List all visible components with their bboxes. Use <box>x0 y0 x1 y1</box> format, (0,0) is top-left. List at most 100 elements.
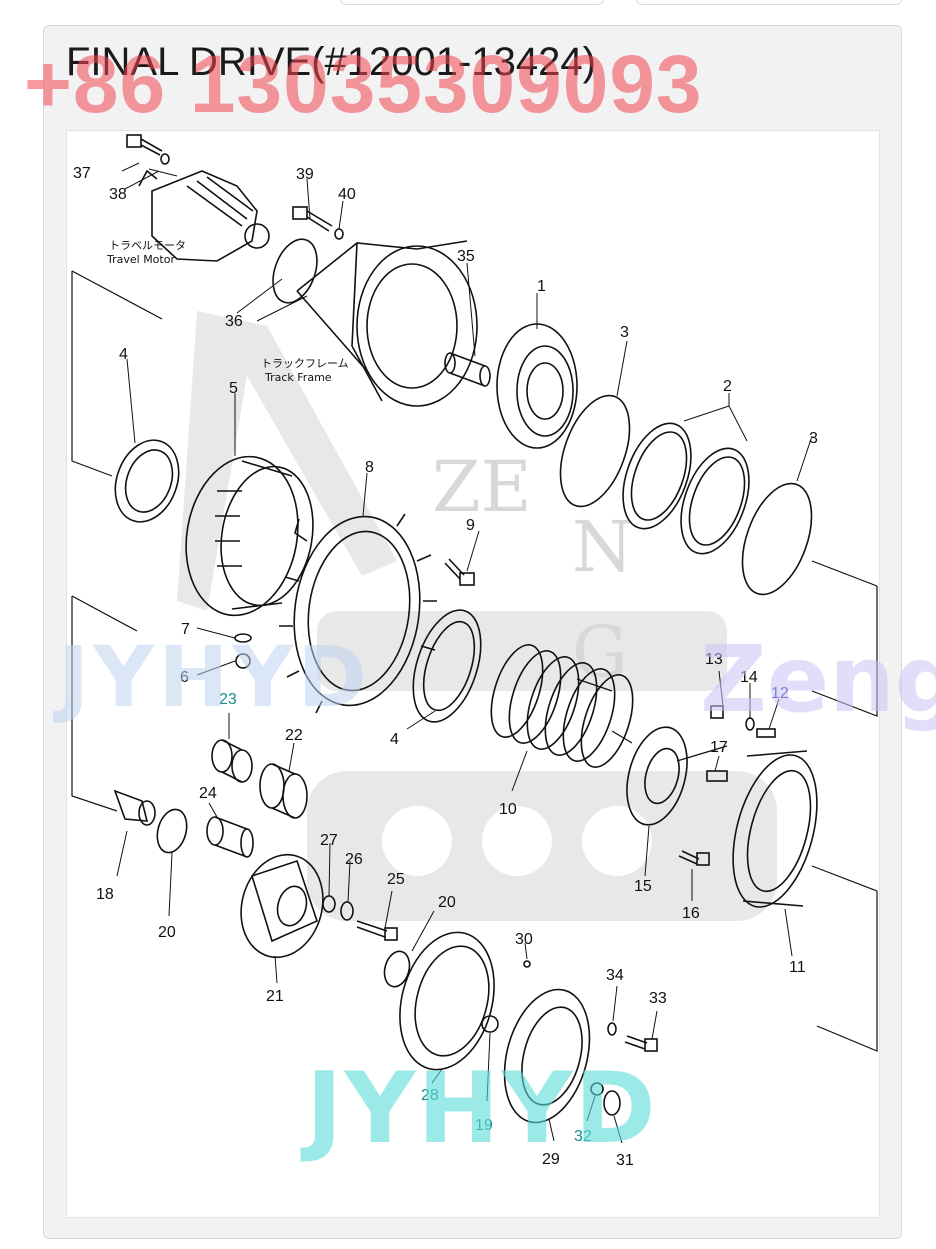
label-part-31: 31 <box>616 1152 634 1169</box>
tab-fragment-left[interactable] <box>340 0 604 5</box>
o-ring-36 <box>272 238 318 304</box>
travel-motor-jp-label: トラベルモータ <box>109 239 186 252</box>
label-part-6: 6 <box>180 669 189 686</box>
bolt-16 <box>678 850 710 866</box>
bolt-39 <box>292 206 333 232</box>
o-ring-3b <box>741 482 813 596</box>
label-part-5: 5 <box>229 380 238 397</box>
label-part-37: 37 <box>73 165 91 182</box>
floating-seal-2 <box>622 422 750 555</box>
tab-fragment-right[interactable] <box>636 0 902 5</box>
label-part-38: 38 <box>109 186 127 203</box>
ball-19 <box>481 1015 499 1033</box>
ring-gear-28 <box>399 931 495 1071</box>
gear-22 <box>259 763 308 819</box>
callout-labels: トラベルモータ Travel Motor トラックフレーム Track Fram… <box>106 239 349 384</box>
ball-30 <box>523 960 531 968</box>
ring-gear-11 <box>732 750 818 908</box>
gear-15 <box>626 726 688 826</box>
label-part-16: 16 <box>682 905 700 922</box>
label-part-12: 12 <box>771 685 789 702</box>
label-part-9: 9 <box>466 517 475 534</box>
track-frame-en-label: Track Frame <box>264 371 332 384</box>
label-part-36: 36 <box>225 313 243 330</box>
top-tab-strip <box>0 0 936 8</box>
label-part-7: 7 <box>181 621 190 638</box>
pin-35 <box>444 352 491 387</box>
ring-32 <box>590 1082 604 1096</box>
washer-26 <box>340 901 354 921</box>
pin-17 <box>706 770 728 782</box>
label-part-29: 29 <box>542 1151 560 1168</box>
label-part-28: 28 <box>421 1087 439 1104</box>
label-part-30: 30 <box>515 931 533 948</box>
label-part-25: 25 <box>387 871 405 888</box>
label-part-8: 8 <box>365 459 374 476</box>
svg-text:N: N <box>572 506 633 588</box>
label-part-20a: 20 <box>158 924 176 941</box>
part-number-labels: 1 2 3 3 4 4 5 6 7 8 9 10 11 12 13 14 15 … <box>73 165 818 1169</box>
background-logo <box>177 311 777 921</box>
ring-20a <box>156 808 188 854</box>
label-part-15: 15 <box>634 878 652 895</box>
shaft-18 <box>113 789 156 826</box>
watermark-bottom: JYHYD <box>306 1052 658 1166</box>
page-title: FINAL DRIVE(#12001-13424) <box>66 40 596 84</box>
label-part-35: 35 <box>457 248 475 265</box>
travel-motor <box>138 169 270 262</box>
label-part-26: 26 <box>345 851 363 868</box>
phone-watermark: +86 13035309093 <box>24 39 703 130</box>
label-part-14: 14 <box>740 669 758 686</box>
bolt-33 <box>624 1035 658 1052</box>
label-part-13: 13 <box>705 651 723 668</box>
seal-4b <box>412 609 482 723</box>
background-letters: ZE N G <box>432 446 633 693</box>
svg-text:G: G <box>572 611 628 693</box>
ring-20b <box>383 950 411 988</box>
label-part-1: 1 <box>537 278 546 295</box>
washer-38 <box>160 153 170 165</box>
watermark-right: Zeng <box>700 626 936 733</box>
label-part-22: 22 <box>285 727 303 744</box>
label-part-11: 11 <box>789 959 806 976</box>
track-frame <box>296 240 478 407</box>
label-part-33: 33 <box>649 990 667 1007</box>
label-part-3b: 3 <box>809 430 818 447</box>
seal-4a <box>114 439 180 523</box>
label-part-10: 10 <box>499 801 517 818</box>
label-part-2: 2 <box>723 378 732 395</box>
parts-diagram: ZE N G <box>66 130 880 1218</box>
bolt-25 <box>356 920 398 941</box>
assembly-guide-lines <box>71 270 878 1052</box>
carrier-21 <box>240 853 324 959</box>
label-part-39: 39 <box>296 166 314 183</box>
washer-34 <box>607 1022 617 1036</box>
label-part-40: 40 <box>338 186 356 203</box>
svg-text:ZE: ZE <box>432 446 532 528</box>
label-part-20b: 20 <box>438 894 456 911</box>
label-part-17: 17 <box>710 739 728 756</box>
bolt-37 <box>126 134 163 156</box>
label-part-24: 24 <box>199 785 217 802</box>
plug-31 <box>603 1090 621 1116</box>
watermark-left: JYHYD <box>58 628 371 726</box>
label-part-27: 27 <box>320 832 338 849</box>
travel-motor-en-label: Travel Motor <box>106 253 175 266</box>
label-part-34: 34 <box>606 967 624 984</box>
shaft-24 <box>206 816 254 858</box>
leader-lines <box>116 162 813 1144</box>
label-part-18: 18 <box>96 886 114 903</box>
label-part-4a: 4 <box>119 346 128 363</box>
label-part-3a: 3 <box>620 324 629 341</box>
exploded-view-drawing: ZE N G <box>71 134 878 1169</box>
plug-6 <box>235 653 251 669</box>
lock-plate-12 <box>756 728 776 738</box>
label-part-32: 32 <box>574 1128 592 1145</box>
bearing-23 <box>211 739 253 783</box>
disc-pack-10 <box>490 644 634 768</box>
label-part-21: 21 <box>266 988 284 1005</box>
bolt-9 <box>444 558 475 586</box>
label-part-23: 23 <box>219 691 237 708</box>
hub-5 <box>185 455 314 617</box>
o-ring-3a <box>559 394 631 508</box>
